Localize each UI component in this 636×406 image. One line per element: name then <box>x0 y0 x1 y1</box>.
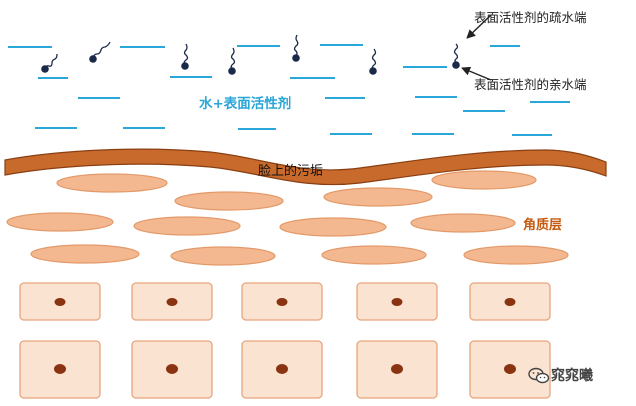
corneocyte <box>432 171 536 189</box>
surfactant-molecule <box>369 49 377 75</box>
cell-nucleus <box>391 364 403 374</box>
cell-nucleus <box>166 364 178 374</box>
cell-nucleus <box>167 298 178 306</box>
solution-label: 水+表面活性剂 <box>199 92 291 112</box>
hydrophobic-end-label: 表面活性剂的疏水端 <box>474 7 587 26</box>
surfactant-molecules <box>41 35 460 75</box>
corneocyte <box>7 213 113 231</box>
stratum-corneum-label: 角质层 <box>523 214 562 233</box>
corneocyte <box>322 246 426 264</box>
corneocyte <box>57 174 167 192</box>
living-cells <box>20 283 550 398</box>
cell-nucleus <box>54 364 66 374</box>
surfactant-molecule <box>292 35 300 62</box>
cell-nucleus <box>504 364 516 374</box>
stratum-corneum <box>7 171 568 265</box>
surfactant-molecule <box>228 48 236 75</box>
corneocyte <box>31 245 139 263</box>
surfactant-molecule <box>41 54 57 73</box>
cell-nucleus <box>277 298 288 306</box>
dirt-label: 脸上的污垢 <box>258 160 323 179</box>
corneocyte <box>464 246 568 264</box>
surfactant-molecule <box>181 44 189 70</box>
cell-nucleus <box>276 364 288 374</box>
surfactant-molecule <box>452 44 460 69</box>
hydrophilic-end-label: 表面活性剂的亲水端 <box>474 74 587 93</box>
watermark-text: 窕窕曦 <box>551 365 593 385</box>
surfactant-molecule <box>89 42 110 63</box>
corneocyte <box>175 192 283 210</box>
corneocyte <box>134 217 240 235</box>
corneocyte <box>411 214 515 232</box>
corneocyte <box>324 188 432 206</box>
cell-nucleus <box>505 298 516 306</box>
wechat-icon <box>528 367 550 385</box>
cell-nucleus <box>55 298 66 306</box>
corneocyte <box>171 247 275 265</box>
cell-nucleus <box>392 298 403 306</box>
corneocyte <box>280 218 386 236</box>
